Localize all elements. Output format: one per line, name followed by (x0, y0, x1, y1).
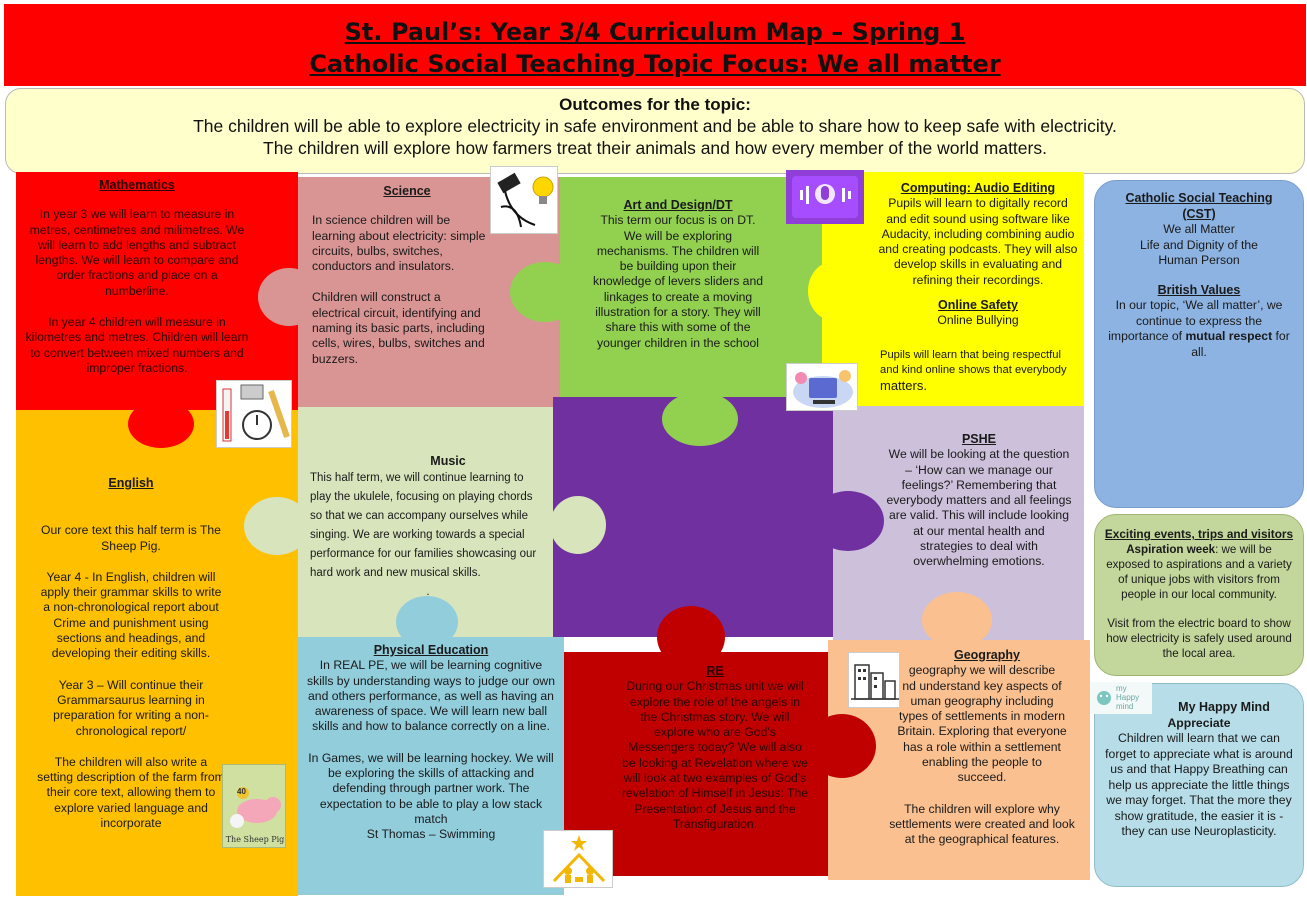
logo-word-3: mind (1116, 702, 1134, 711)
page-title: St. Paul’s: Year 3/4 Curriculum Map – Sp… (344, 18, 966, 46)
cst-line-1: We all Matter (1163, 222, 1235, 236)
events-p2: Visit from the electric board to show ho… (1106, 617, 1292, 660)
happy-mind-box: My Happy Mind Appreciate Children will l… (1094, 683, 1304, 887)
music-text: Music This half term, we will continue l… (310, 454, 546, 602)
happy-mind-title: My Happy Mind (1178, 700, 1270, 714)
british-values-text: In our topic, ‘We all matter’, we contin… (1095, 298, 1303, 360)
book-badge: 40 (237, 787, 246, 796)
art-text: Art and Design/DT This term our focus is… (592, 198, 764, 351)
center-knob-left (550, 496, 606, 554)
circuit-bulb-icon (490, 166, 558, 234)
bv-body: In our topic, ‘We all matter’, we contin… (1108, 298, 1283, 343)
pe-title: Physical Education (373, 643, 489, 657)
english-title: English (108, 476, 154, 490)
pshe-p1: We will be looking at the question – ‘Ho… (886, 447, 1072, 569)
events-body: : we will be exposed to aspirations and … (1106, 543, 1292, 601)
science-p1: In science children will be learning abo… (312, 213, 486, 274)
music-title: Music (430, 454, 466, 468)
happy-mind-logo-icon: my Happy mind (1090, 682, 1152, 714)
british-values-title: British Values (1157, 282, 1241, 297)
cst-title: Catholic Social Teaching (CST) (1125, 191, 1273, 221)
art-title: Art and Design/DT (623, 198, 733, 212)
pe-piece (298, 637, 564, 895)
logo-word-1: my (1116, 684, 1127, 693)
happy-mind-text: Children will learn that we can forget t… (1105, 731, 1293, 838)
english-text: English Our core text this half term is … (36, 476, 226, 831)
music-knob-left (244, 497, 310, 555)
center-knob-top (662, 392, 738, 446)
pe-p2: In Games, we will be learning hockey. We… (308, 750, 554, 826)
outcomes-line-2: The children will explore how farmers tr… (263, 138, 1047, 158)
events-p1: Aspiration week: we will be exposed to a… (1095, 542, 1303, 602)
online-safety-text: Pupils will learn that being respectful … (880, 348, 1070, 395)
science-title: Science (383, 184, 431, 198)
online-safety-sub: Online Bullying (937, 313, 1019, 328)
english-knob-top (128, 400, 194, 448)
maths-title: Mathematics (99, 178, 175, 192)
outcomes-box: Outcomes for the topic: The children wil… (5, 88, 1305, 174)
maths-p1: In year 3 we will learn to measure in me… (29, 207, 245, 298)
events-box: Exciting events, trips and visitors Aspi… (1094, 514, 1304, 676)
pe-p1: In REAL PE, we will be learning cognitiv… (307, 658, 555, 734)
english-p4: The children will also write a setting d… (37, 754, 225, 831)
computing-p1: Pupils will learn to digitally record an… (878, 196, 1078, 287)
happy-mind-sub: Appreciate (1167, 715, 1231, 730)
pe-text: Physical Education In REAL PE, we will b… (306, 643, 556, 843)
geography-p2: The children will explore why settlement… (889, 801, 1075, 847)
geo-knob-left (808, 714, 876, 778)
re-title: RE (706, 664, 724, 678)
events-bold: Aspiration week (1126, 543, 1216, 556)
pshe-title: PSHE (961, 432, 997, 446)
computing-piece (822, 172, 1084, 406)
pe-p3: St Thomas – Swimming (366, 827, 496, 842)
maths-piece (16, 172, 298, 410)
podcast-icon (786, 170, 864, 224)
online-safety-end: matters. (880, 378, 927, 393)
cst-box: Catholic Social Teaching (CST) We all Ma… (1094, 180, 1304, 508)
re-text: RE During our Christmas unit we will exp… (620, 664, 810, 832)
online-safety-icon (786, 363, 858, 411)
nativity-icon (543, 830, 613, 888)
science-p2: Children will construct a electrical cir… (312, 290, 485, 366)
online-safety-body: Pupils will learn that being respectful … (880, 349, 1067, 376)
english-p3: Year 3 – Will continue their Grammarsaur… (53, 677, 209, 738)
events-title: Exciting events, trips and visitors (1104, 527, 1294, 541)
computing-title: Computing: Audio Editing (900, 181, 1056, 195)
book-title: The Sheep Pig (225, 835, 285, 844)
pshe-knob-bottom (922, 592, 992, 648)
maths-text: Mathematics In year 3 we will learn to m… (24, 178, 250, 376)
settlement-icon (848, 652, 900, 708)
science-text: Science In science children will be lear… (312, 184, 492, 367)
english-p1: Our core text this half term is The Shee… (41, 523, 221, 553)
page-subtitle: Catholic Social Teaching Topic Focus: We… (309, 50, 1001, 78)
online-safety-title: Online Safety (938, 298, 1018, 313)
music-p1: This half term, we will continue learnin… (310, 472, 537, 580)
computing-text: Computing: Audio Editing Pupils will lea… (878, 181, 1078, 329)
english-p2: Year 4 - In English, children will apply… (40, 569, 222, 661)
logo-word-2: Happy (1116, 693, 1140, 702)
re-p1: During our Christmas unit we will explor… (621, 679, 809, 831)
art-p1: This term our focus is on DT. We will be… (592, 213, 764, 350)
sheep-pig-book-icon: 40 The Sheep Pig (222, 764, 286, 848)
pshe-knob-right (812, 491, 884, 551)
pshe-text: PSHE We will be looking at the question … (886, 432, 1072, 570)
music-p2: . (426, 586, 430, 599)
bv-bold: mutual respect (1185, 329, 1273, 343)
maths-p2: In year 4 children will measure in kilom… (25, 315, 249, 375)
cst-line-2: Life and Dignity of the Human Person (1140, 237, 1258, 268)
geography-title: Geography (954, 648, 1020, 662)
page-header: St. Paul’s: Year 3/4 Curriculum Map – Sp… (4, 4, 1306, 86)
geography-text: Geography geography we will describe nd … (884, 648, 1080, 848)
measuring-tools-icon (216, 380, 292, 448)
outcomes-line-1: The children will be able to explore ele… (193, 116, 1117, 136)
bv-end: for all. (1191, 329, 1290, 359)
outcomes-heading: Outcomes for the topic: (559, 95, 751, 114)
art-piece (560, 177, 822, 397)
geography-p1: geography we will describe nd understand… (897, 663, 1067, 785)
